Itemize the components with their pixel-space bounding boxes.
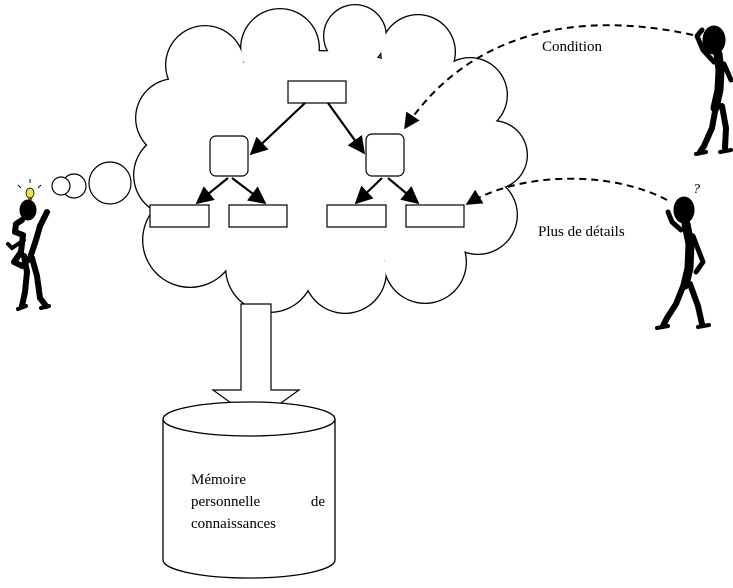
tree-leaf-2 bbox=[228, 204, 288, 228]
question-mark-icon: ? bbox=[693, 182, 700, 197]
condition-arrow bbox=[404, 24, 694, 130]
tree-right-node bbox=[365, 133, 405, 177]
idea-person-icon bbox=[6, 199, 51, 311]
tree-root-node bbox=[287, 80, 347, 104]
thinking-person-icon bbox=[694, 25, 733, 156]
tree-leaf-3 bbox=[326, 204, 387, 228]
memory-line-2-word-1: personnelle bbox=[191, 494, 260, 510]
details-label: Plus de détails bbox=[538, 224, 625, 240]
tree-leaf-4 bbox=[405, 204, 465, 228]
memory-cylinder bbox=[162, 401, 336, 579]
memory-line-2-word-2: de bbox=[311, 494, 326, 510]
thought-bubbles bbox=[51, 161, 132, 205]
tree-left-node bbox=[209, 135, 249, 177]
memory-line-3: connaissances bbox=[191, 516, 276, 532]
tree-edges bbox=[195, 102, 420, 205]
dashed-arrows bbox=[404, 24, 694, 205]
tree-diagram bbox=[149, 80, 465, 228]
questioning-person-icon bbox=[655, 196, 711, 330]
condition-label: Condition bbox=[542, 39, 603, 55]
thought-cloud bbox=[133, 4, 528, 314]
lightbulb-icon bbox=[17, 179, 42, 200]
details-arrow bbox=[465, 177, 668, 205]
memory-label: Mémoire personnelle de connaissances bbox=[191, 472, 325, 532]
memory-line-1: Mémoire bbox=[191, 472, 246, 488]
tree-leaf-1 bbox=[149, 204, 210, 228]
